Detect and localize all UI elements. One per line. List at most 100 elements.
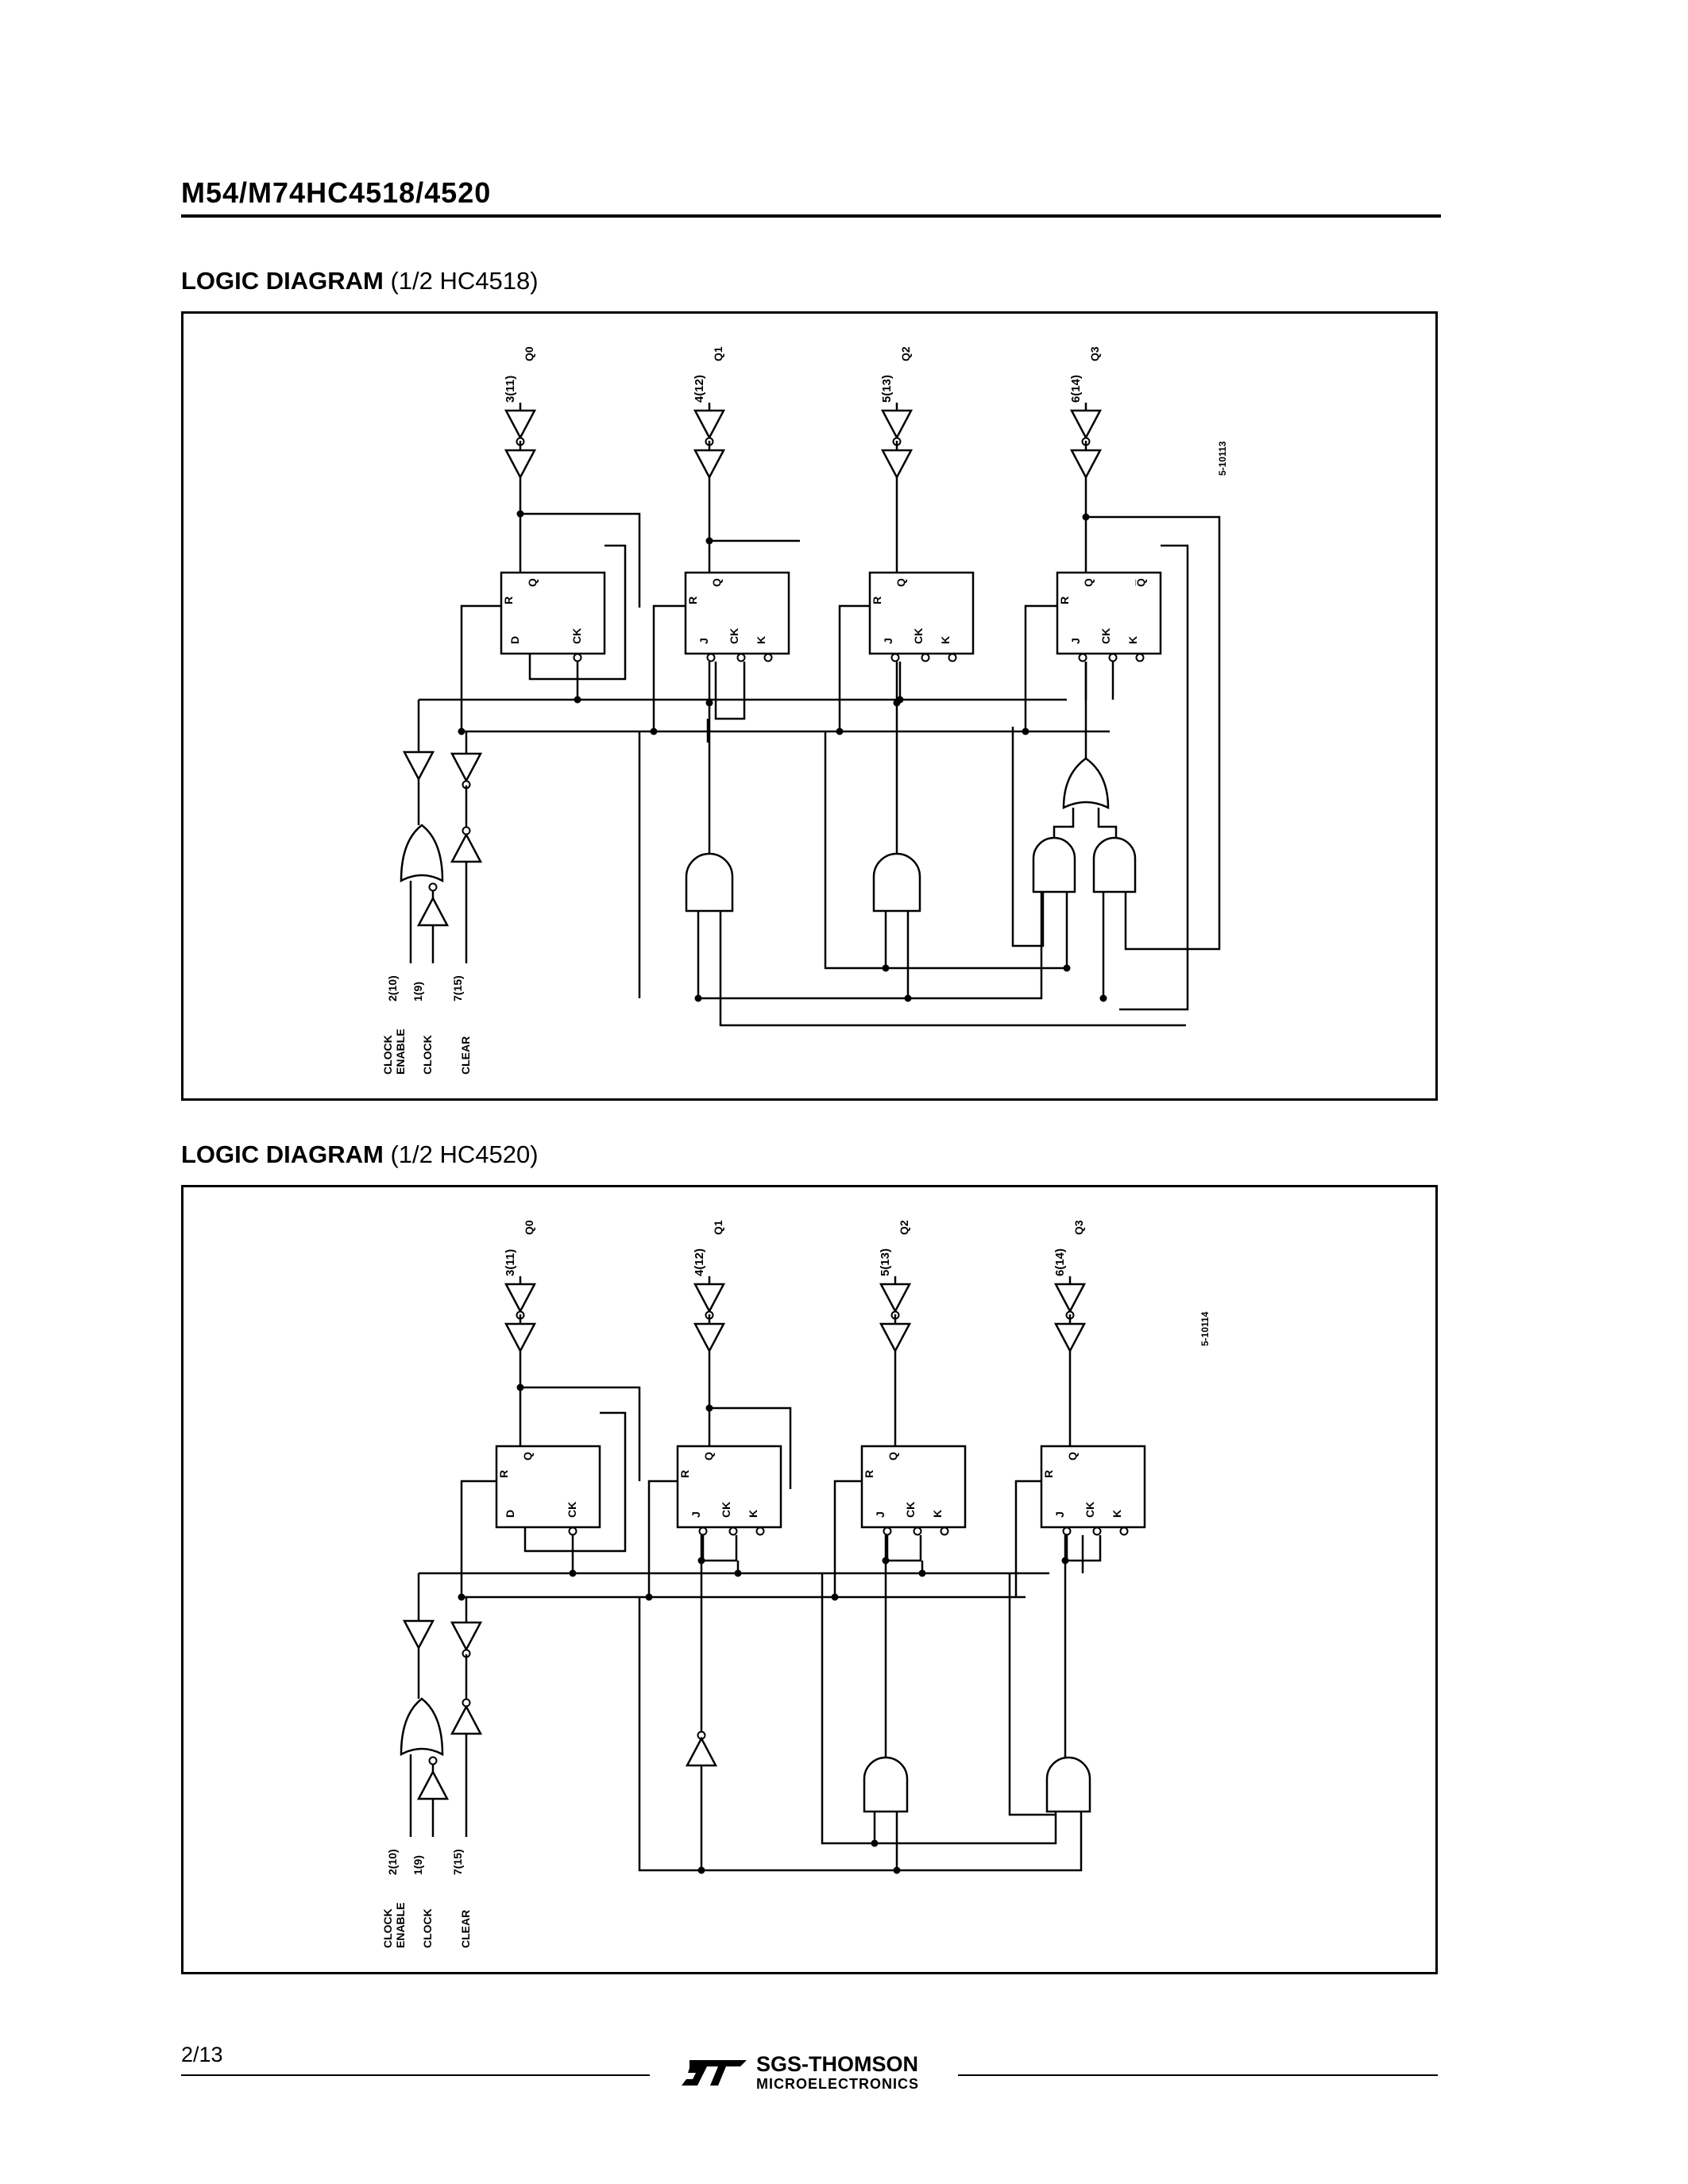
inversion-bubble: [1078, 653, 1087, 662]
inversion-bubble: [763, 653, 773, 662]
footer-rule-left: [181, 2074, 650, 2076]
output-inverter: [880, 409, 914, 440]
inversion-bubble: [1135, 653, 1145, 662]
inversion-bubble: [573, 653, 582, 662]
flip-flop-pin-label: CK: [904, 1502, 917, 1518]
junction-dot: [1099, 994, 1107, 1002]
output-inverter: [504, 1283, 537, 1314]
junction-dot: [904, 994, 912, 1002]
flip-flop-pin-label: CK: [566, 1502, 578, 1518]
output-inverter: [1069, 409, 1103, 440]
wire: [520, 512, 641, 608]
input-name-label: ENABLE: [394, 1028, 407, 1075]
input-pin-label: 2(10): [386, 975, 399, 1001]
drawing-ref: 5-10113: [1217, 441, 1228, 476]
wire: [1014, 1480, 1041, 1597]
flip-flop: [500, 571, 606, 655]
output-name-label: Q0: [523, 1220, 535, 1235]
flip-flop-pin-label: D: [508, 636, 521, 644]
output-name-label: Q1: [712, 1220, 724, 1235]
inversion-bubble: [913, 1526, 922, 1536]
junction-dot: [1061, 1557, 1069, 1565]
output-buffer: [1053, 1322, 1087, 1353]
inversion-bubble: [883, 1526, 892, 1536]
or-gate: [400, 1697, 444, 1757]
flip-flop-pin-label: CK: [728, 628, 740, 644]
flip-flop-pin-label: CK: [912, 628, 925, 644]
wire: [652, 604, 686, 731]
wire: [824, 731, 1068, 970]
junction-dot: [918, 1569, 926, 1577]
flip-flop-pin-label: D: [504, 1510, 516, 1518]
inversion-bubble: [1092, 1526, 1102, 1536]
flip-flop-pin-label: Q̅: [1134, 578, 1147, 587]
wire: [520, 1386, 641, 1481]
wire: [1119, 544, 1189, 1011]
flip-flop: [1040, 1445, 1146, 1529]
output-inverter: [504, 409, 537, 440]
flip-flop-pin-label: R: [686, 596, 699, 604]
output-pin-label: 6(14): [1053, 1248, 1067, 1276]
junction-dot: [569, 1569, 577, 1577]
output-pin-label: 3(11): [504, 1249, 517, 1276]
flip-flop-pin-label: J: [882, 638, 894, 644]
flip-flop-pin-label: R: [871, 596, 883, 604]
clear-inverter: [450, 1704, 483, 1735]
drawing-ref: 5-10114: [1199, 1311, 1211, 1346]
output-buffer: [880, 449, 914, 480]
heading-sub: (1/2 HC4518): [383, 267, 539, 295]
flip-flop-pin-label: K: [755, 636, 767, 644]
and-gate: [1045, 1756, 1091, 1813]
inversion-bubble: [921, 653, 930, 662]
junction-dot: [893, 1866, 901, 1874]
heading-bold: LOGIC DIAGRAM: [181, 267, 384, 295]
output-name-label: Q1: [712, 346, 724, 361]
wire: [1053, 808, 1075, 838]
footer-rule-right: [958, 2074, 1438, 2076]
flip-flop-pin-label: K: [1126, 636, 1139, 644]
output-buffer: [504, 449, 537, 480]
logic-diagram-4520-heading: LOGIC DIAGRAM (1/2 HC4520): [181, 1140, 539, 1169]
flip-flop: [684, 571, 790, 655]
wire: [821, 1573, 876, 1845]
wire: [523, 1411, 627, 1553]
output-name-label: Q2: [898, 1220, 910, 1235]
flip-flop-pin-label: R: [678, 1470, 691, 1478]
flip-flop-pin-label: Q: [710, 578, 723, 587]
and-gate: [872, 852, 921, 913]
input-name-label: CLEAR: [459, 1036, 472, 1075]
wire: [701, 1535, 738, 1562]
flip-flop-pin-label: J: [697, 638, 710, 644]
st-logo-icon: [682, 2060, 747, 2086]
output-pin-label: 5(13): [880, 375, 894, 403]
junction-dot: [705, 537, 713, 545]
and-gate: [863, 1756, 909, 1813]
output-name-label: Q0: [523, 346, 535, 361]
wire: [638, 1597, 1083, 1872]
output-buffer: [1069, 449, 1103, 480]
inversion-bubble: [940, 1526, 949, 1536]
wire: [838, 604, 870, 731]
output-pin-label: 4(12): [693, 375, 706, 403]
output-pin-label: 4(12): [693, 1248, 706, 1276]
wire: [1024, 604, 1057, 731]
company-logo: SGS-THOMSON MICROELECTRONICS: [680, 2052, 950, 2100]
flip-flop-pin-label: K: [1111, 1510, 1123, 1518]
junction-dot: [705, 699, 713, 707]
heading-sub: (1/2 HC4520): [383, 1140, 539, 1168]
and-gate: [1032, 836, 1076, 893]
junction-dot: [697, 1557, 705, 1565]
junction-dot: [705, 1404, 713, 1412]
input-name-label: CLOCK: [421, 1035, 434, 1075]
wire: [709, 1406, 792, 1489]
inversion-bubble: [1119, 1526, 1129, 1536]
flip-flop: [495, 1445, 601, 1529]
junction-dot: [1082, 513, 1090, 521]
flip-flop-pin-label: Q: [521, 1452, 534, 1461]
wire: [528, 544, 627, 681]
output-inverter: [879, 1283, 912, 1314]
document-part-number: M54/M74HC4518/4520: [181, 176, 492, 209]
inversion-bubble: [1062, 1526, 1072, 1536]
